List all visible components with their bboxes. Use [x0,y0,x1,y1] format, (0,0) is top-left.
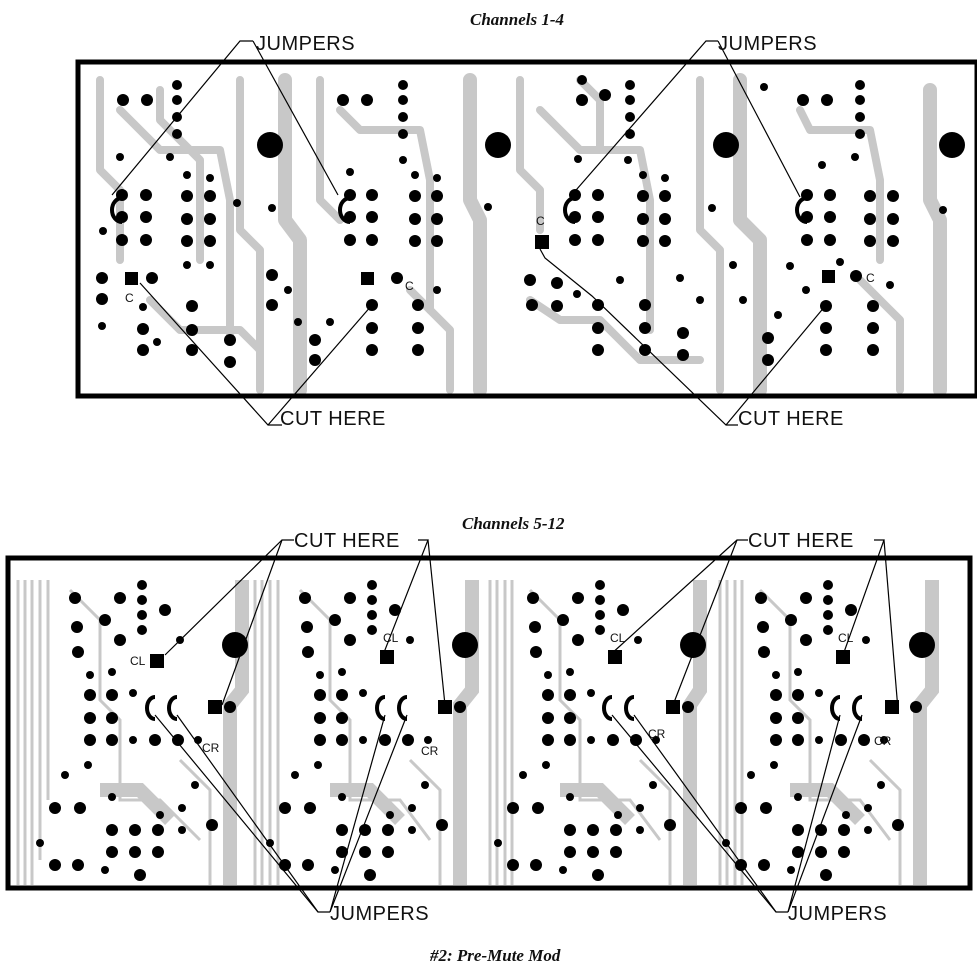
figure-caption: #2: Pre-Mute Mod [430,946,561,965]
top-cut-label-left: CUT HERE [280,408,386,430]
bottom-cut-label-right: CUT HERE [748,530,854,552]
top-jumper-arcs [110,196,808,224]
top-board-outline [75,59,977,399]
pad-label-c-3: C [536,214,545,228]
top-jumpers-label-left: JUMPERS [256,33,356,55]
top-traces [96,73,947,397]
pad-label-c-4: C [866,271,875,285]
top-mount-holes [257,132,965,158]
bottom-cut-label-left: CUT HERE [294,530,400,552]
top-pads [96,75,947,368]
top-jumpers-label-right: JUMPERS [718,33,818,55]
top-pad-labels: C C C C [125,214,875,305]
top-callout-lines [111,40,827,426]
pad-label-c-1: C [125,291,134,305]
top-cut-label-right: CUT HERE [738,408,844,430]
top-panel-title: Channels 1-4 [470,10,564,29]
pad-label-c-2: C [405,279,414,293]
bottom-panel-title: Channels 5-12 [462,514,565,533]
